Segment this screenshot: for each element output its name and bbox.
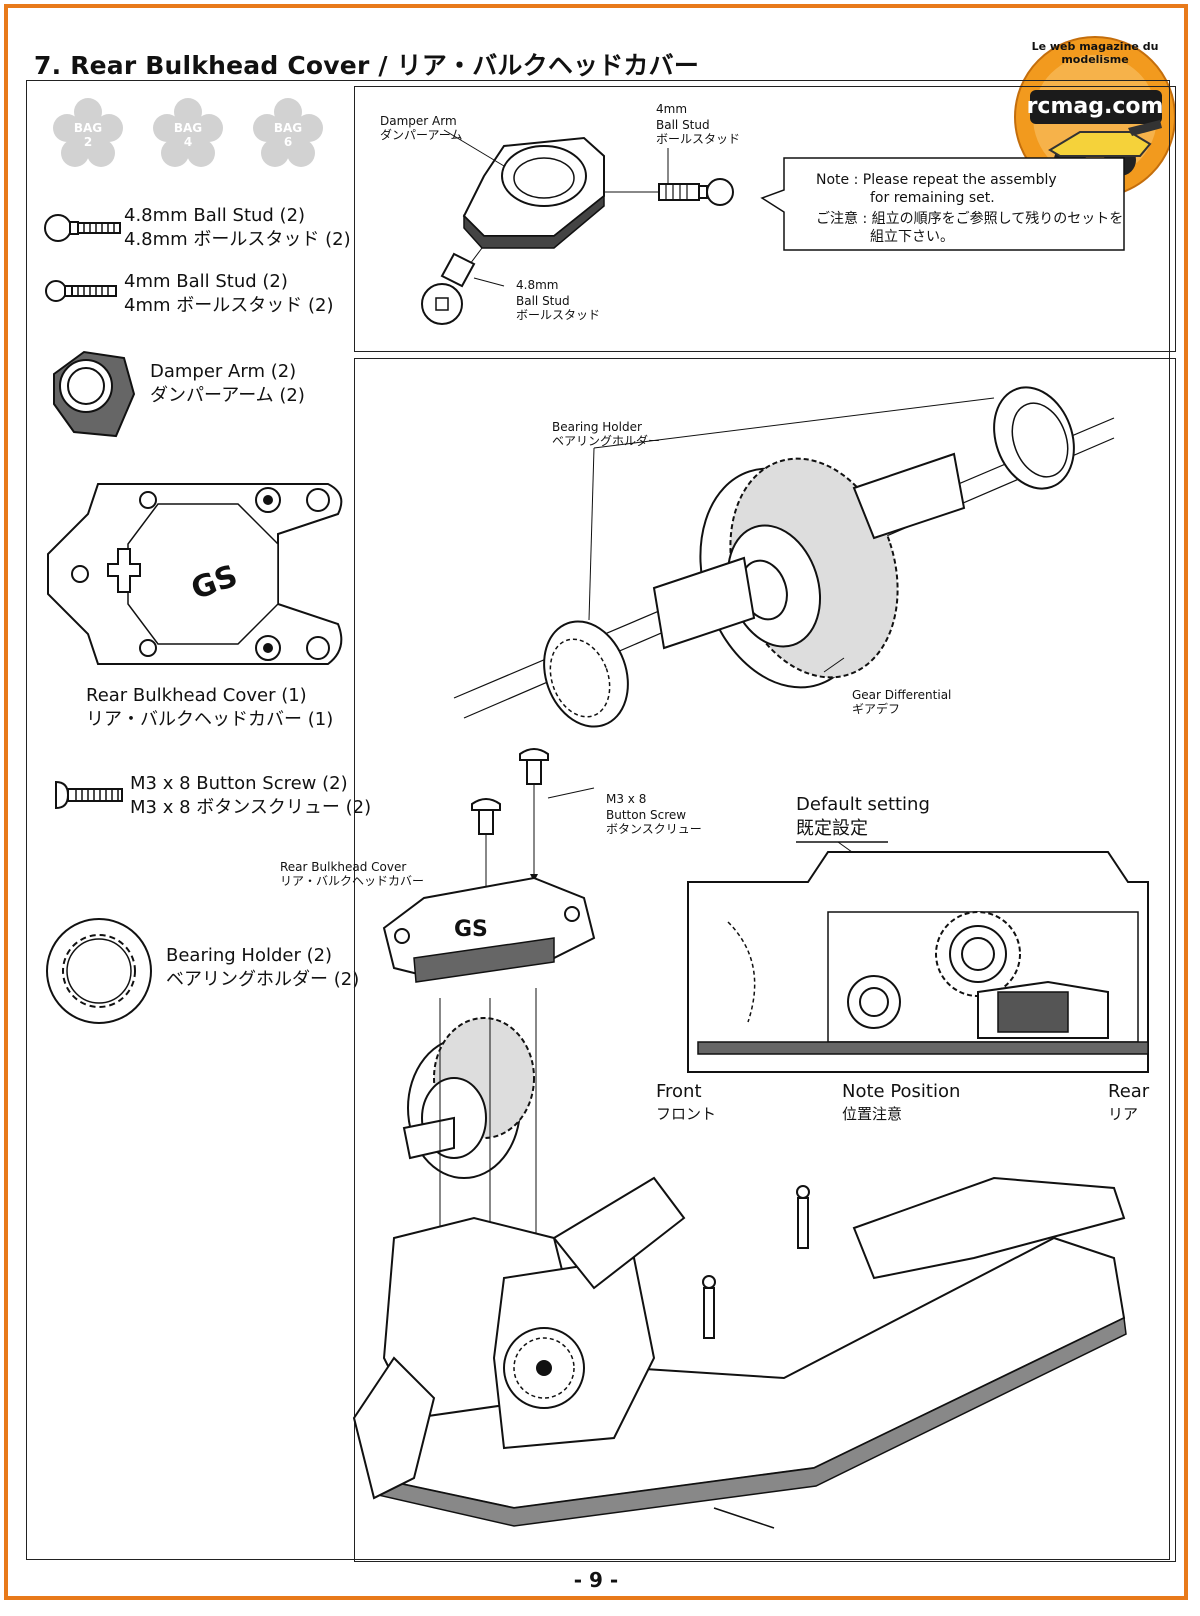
label-screw-en: Button Screw bbox=[606, 808, 687, 822]
label-stud-48mm-jp: ボールスタッド bbox=[516, 308, 601, 322]
label-note-position-jp: 位置注意 bbox=[842, 1105, 903, 1123]
part-ball-stud-4-en: 4mm Ball Stud (2) bbox=[124, 271, 288, 292]
part-ball-stud-4-jp: 4mm ボールスタッド (2) bbox=[124, 295, 334, 316]
label-damper-arm-en: Damper Arm bbox=[380, 114, 457, 128]
label-note-position-en: Note Position bbox=[842, 1081, 961, 1102]
bag-number: 6 bbox=[283, 135, 293, 149]
bag-label: BAG bbox=[73, 121, 103, 135]
damper-arm-assembly-drawing bbox=[421, 129, 1125, 325]
label-front-jp: フロント bbox=[656, 1105, 717, 1123]
part-button-screw-en: M3 x 8 Button Screw (2) bbox=[130, 773, 348, 794]
bag-6-badge: BAG 6 bbox=[252, 98, 324, 170]
bag-4-badge: BAG 4 bbox=[152, 98, 224, 170]
bag-flower-icon bbox=[53, 98, 123, 167]
bag-label: BAG bbox=[273, 121, 303, 135]
ball-stud-4-icon bbox=[45, 280, 117, 302]
bag-2-badge: BAG 2 bbox=[52, 98, 124, 170]
logo-ring-text: Le web magazine du modelisme bbox=[1031, 40, 1159, 66]
part-ball-stud-48-en: 4.8mm Ball Stud (2) bbox=[124, 205, 306, 226]
note-line-3: ご注意 : 組立の順序をご参照して残りのセットを bbox=[816, 211, 1124, 227]
label-rear-en: Rear bbox=[1108, 1081, 1150, 1102]
label-bearing-holder-en: Bearing Holder bbox=[552, 420, 642, 434]
part-bulkhead-cover-en: Rear Bulkhead Cover (1) bbox=[86, 685, 307, 706]
part-button-screw-jp: M3 x 8 ボタンスクリュー (2) bbox=[130, 797, 372, 818]
main-assembly-drawing: GS bbox=[352, 386, 1127, 1529]
manual-page: 7. Rear Bulkhead Cover / リア・バルクヘッドカバー rc… bbox=[4, 4, 1188, 1600]
page-number: - 9 - bbox=[573, 1568, 619, 1592]
logo-graphic bbox=[1014, 36, 1176, 198]
default-setting-drawing bbox=[687, 841, 1149, 1073]
svg-text:GS: GS bbox=[454, 917, 488, 942]
part-bulkhead-cover-jp: リア・バルクヘッドカバー (1) bbox=[86, 709, 334, 730]
bag-flower-icon bbox=[153, 98, 223, 167]
ball-stud-48-icon bbox=[44, 214, 121, 242]
rear-bulkhead-cover-icon: GS bbox=[47, 483, 343, 665]
part-ball-stud-48-jp: 4.8mm ボールスタッド (2) bbox=[124, 229, 351, 250]
label-gear-diff-en: Gear Differential bbox=[852, 688, 952, 702]
damper-arm-icon bbox=[53, 350, 136, 438]
damper-arm-assembly-box bbox=[354, 86, 1176, 352]
rcmag-logo: rcmag.com Le web magazine du modelisme bbox=[1010, 32, 1180, 202]
label-stud-4mm-en: Ball Stud bbox=[656, 118, 710, 132]
label-front-en: Front bbox=[656, 1081, 702, 1102]
note-line-4: 組立下さい。 bbox=[870, 229, 954, 245]
label-stud-4mm-jp: ボールスタッド bbox=[656, 132, 741, 146]
label-stud-4mm-size: 4mm bbox=[656, 102, 688, 116]
label-stud-48mm-size: 4.8mm bbox=[516, 278, 559, 292]
button-screw-icon bbox=[55, 780, 123, 810]
label-rear-jp: リア bbox=[1108, 1105, 1139, 1123]
label-screw-size: M3 x 8 bbox=[606, 792, 647, 806]
note-line-2: for remaining set. bbox=[870, 190, 995, 206]
bag-number: 2 bbox=[83, 135, 93, 149]
part-bearing-holder-jp: ベアリングホルダー (2) bbox=[166, 969, 360, 990]
part-damper-arm-jp: ダンパーアーム (2) bbox=[150, 385, 305, 406]
bag-flower-icon bbox=[253, 98, 323, 167]
part-damper-arm-en: Damper Arm (2) bbox=[150, 361, 297, 382]
label-default-setting-en: Default setting bbox=[796, 794, 930, 815]
label-default-setting-jp: 既定設定 bbox=[796, 818, 868, 839]
label-cover-jp: リア・バルクヘッドカバー bbox=[280, 874, 425, 888]
label-screw-jp: ボタンスクリュー bbox=[606, 822, 702, 836]
bag-number: 4 bbox=[183, 135, 193, 149]
label-gear-diff-jp: ギアデフ bbox=[852, 702, 901, 716]
label-bearing-holder-jp: ベアリングホルダー bbox=[552, 434, 661, 448]
label-cover-en: Rear Bulkhead Cover bbox=[280, 860, 407, 874]
part-bearing-holder-en: Bearing Holder (2) bbox=[166, 945, 333, 966]
label-damper-arm-jp: ダンパーアーム bbox=[380, 128, 463, 142]
label-stud-48mm-en: Ball Stud bbox=[516, 294, 570, 308]
main-assembly-box bbox=[354, 358, 1176, 1562]
logo-text: rcmag.com bbox=[1026, 94, 1164, 119]
bag-label: BAG bbox=[173, 121, 203, 135]
page-title: 7. Rear Bulkhead Cover / リア・バルクヘッドカバー bbox=[34, 51, 700, 80]
content-frame bbox=[26, 80, 1170, 1560]
note-line-1: Note : Please repeat the assembly bbox=[816, 172, 1057, 188]
bearing-holder-icon bbox=[46, 918, 152, 1024]
